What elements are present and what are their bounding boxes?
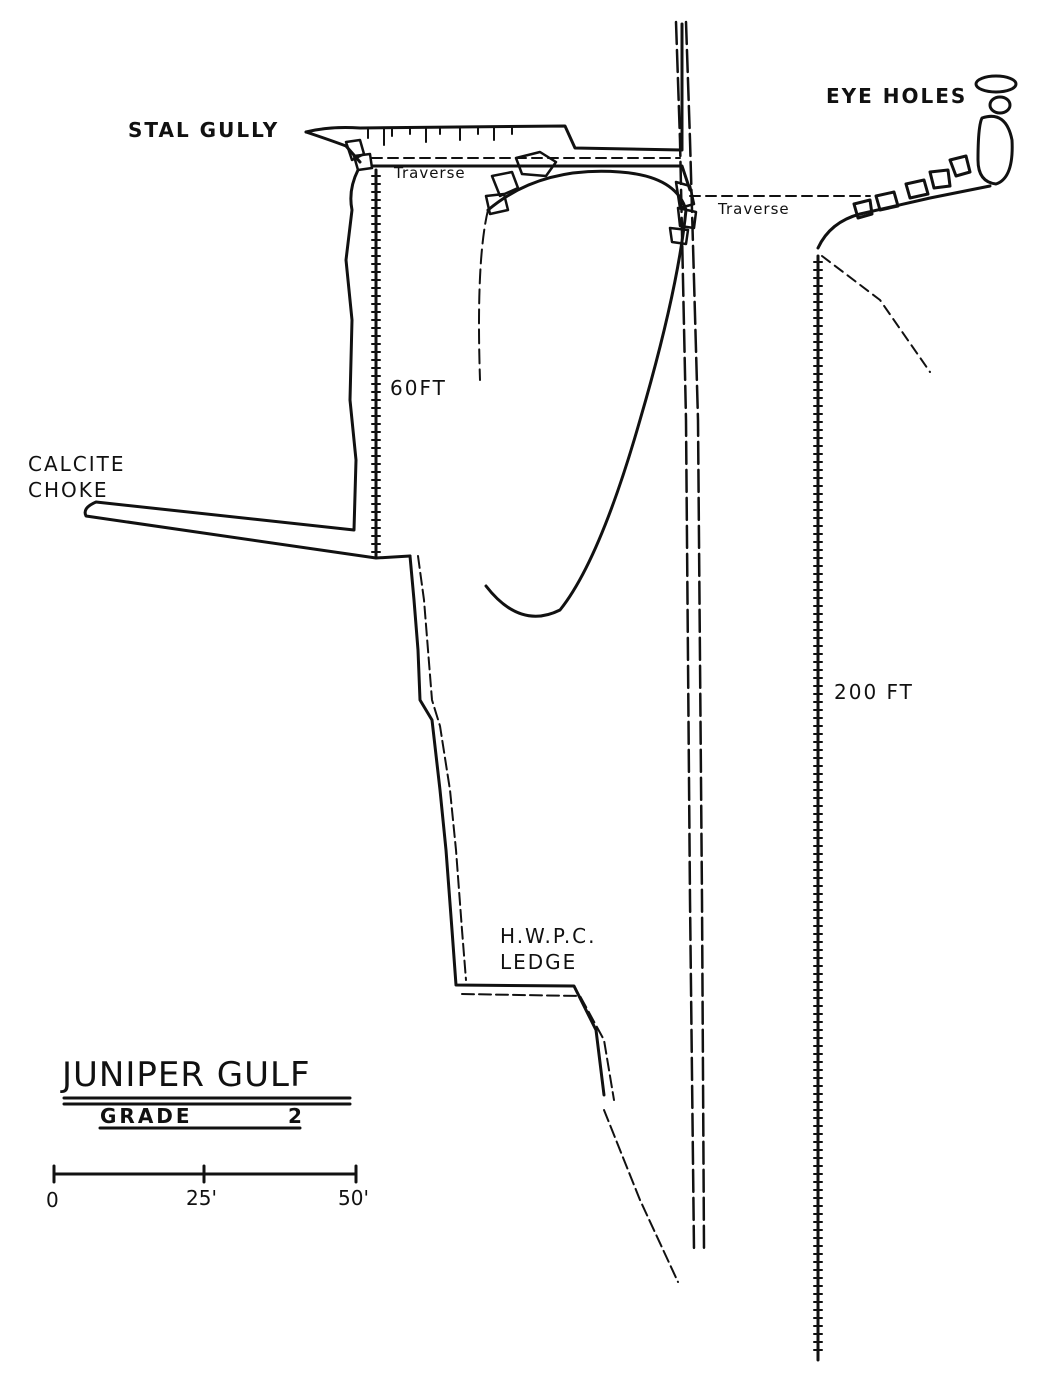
- stal-gully-label: STAL GULLY: [128, 118, 280, 142]
- stal-gully-passage: [304, 22, 692, 192]
- traverse-label-2: Traverse: [718, 200, 790, 218]
- traverse-rocks: [344, 138, 698, 246]
- stalactite-ticks: [367, 127, 513, 146]
- grade-value: 2: [288, 1104, 305, 1128]
- boulder-lobe-dashed: [478, 209, 489, 381]
- title-underline: [62, 1096, 352, 1130]
- scale-bar: [52, 1164, 358, 1184]
- eye-holes-slope-dashed: [821, 255, 931, 373]
- survey-title: JUNIPER GULF: [62, 1055, 311, 1095]
- traverse-label-1: Traverse: [394, 164, 466, 182]
- two-hundred-ft-ladder-rungs: [813, 261, 823, 1351]
- calcite-choke-label-line1: CALCITE: [28, 452, 126, 476]
- sixty-ft-ladder-rungs: [371, 175, 381, 553]
- calcite-choke-label-line2: CHOKE: [28, 478, 109, 502]
- main-shaft-wall: [674, 20, 706, 1252]
- pitch-60ft-label: 60FT: [390, 376, 447, 400]
- sixty-ft-pitch-wall: [83, 168, 412, 560]
- hwpc-ledge-label-line1: H.W.P.C.: [500, 924, 597, 948]
- lower-stepped-wall-dashed: [417, 555, 679, 1283]
- eye-holes-chamber: [816, 74, 1018, 250]
- pitch-200ft-label: 200 FT: [834, 680, 914, 704]
- grade-label: GRADE: [100, 1104, 193, 1128]
- scale-tick-label-0: 0: [46, 1188, 59, 1212]
- scale-tick-label-50: 50': [338, 1186, 369, 1210]
- traverse-lines: [371, 157, 871, 197]
- hwpc-ledge-label-line2: LEDGE: [500, 950, 578, 974]
- boulder-lobe: [484, 169, 688, 618]
- scale-tick-label-25: 25': [186, 1186, 217, 1210]
- lower-stepped-wall: [408, 554, 606, 1097]
- eye-holes-label: EYE HOLES: [826, 84, 968, 108]
